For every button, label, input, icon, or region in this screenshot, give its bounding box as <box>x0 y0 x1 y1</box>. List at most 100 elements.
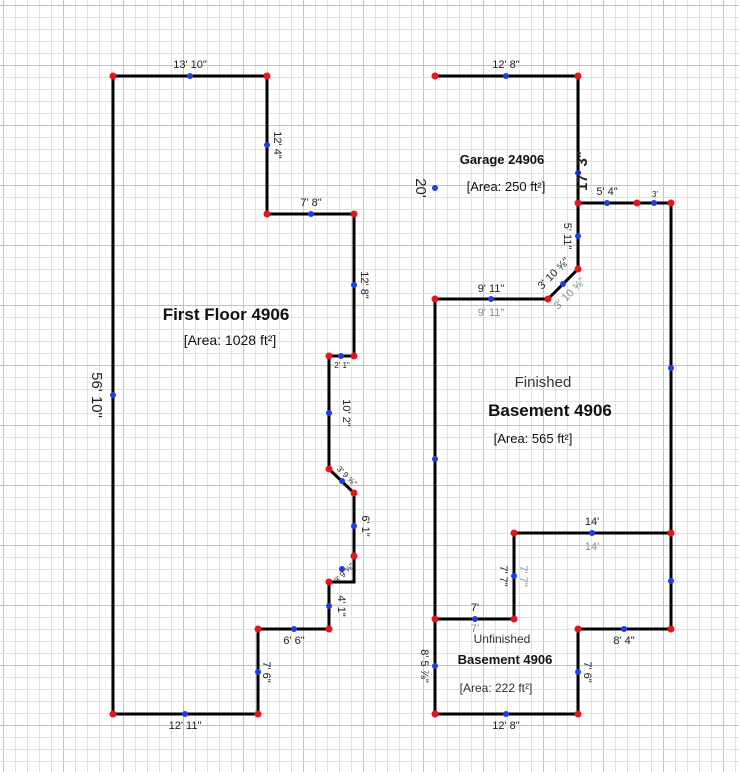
vertex-dot[interactable] <box>510 615 518 623</box>
vertex-dot[interactable] <box>350 552 358 560</box>
dimension-label[interactable]: 6' 1" <box>359 515 371 536</box>
midpoint-dot[interactable] <box>339 478 345 484</box>
midpoint-dot[interactable] <box>432 185 438 191</box>
vertex-dot[interactable] <box>350 489 358 497</box>
finished-basement-dimensions: 5' 4" 3' 14' 14' 7' 7" 7' 7" <box>497 186 658 587</box>
vertex-dot[interactable] <box>325 578 333 586</box>
midpoint-dot[interactable] <box>182 711 188 717</box>
vertex-dot[interactable] <box>667 529 675 537</box>
dimension-label[interactable]: 12' 4" <box>271 131 283 159</box>
dimension-label[interactable]: 4' 1" <box>335 595 347 616</box>
midpoint-dot[interactable] <box>575 669 581 675</box>
midpoint-dot[interactable] <box>351 282 357 288</box>
dimension-label[interactable]: 12' 8" <box>492 720 520 732</box>
dimension-label-inner[interactable]: 7' 7" <box>517 565 529 586</box>
first-floor-title[interactable]: First Floor 4906 <box>163 305 290 324</box>
dimension-label[interactable]: 7' 7" <box>497 565 509 586</box>
dimension-label[interactable]: 7' 6" <box>260 661 272 682</box>
vertex-dot[interactable] <box>350 352 358 360</box>
dimension-label[interactable]: 3' <box>652 190 658 199</box>
vertex-dot[interactable] <box>325 465 333 473</box>
dimension-label[interactable]: 12' 11" <box>169 720 202 732</box>
midpoint-dot[interactable] <box>503 711 509 717</box>
dimension-label[interactable]: 12' 8" <box>492 59 520 71</box>
midpoint-dot[interactable] <box>575 233 581 239</box>
dimension-label[interactable]: 20' <box>412 178 429 198</box>
vertex-dot[interactable] <box>510 529 518 537</box>
vertex-dot[interactable] <box>574 625 582 633</box>
dimension-label[interactable]: 10' 2" <box>340 399 352 427</box>
vertex-dot[interactable] <box>325 352 333 360</box>
midpoint-dot[interactable] <box>339 566 345 572</box>
midpoint-dots <box>110 73 674 717</box>
vertex-dot[interactable] <box>350 210 358 218</box>
vertex-dot[interactable] <box>574 199 582 207</box>
vertex-dot[interactable] <box>667 199 675 207</box>
midpoint-dot[interactable] <box>503 73 509 79</box>
midpoint-dot[interactable] <box>604 200 610 206</box>
dimension-label[interactable]: 5' 4" <box>596 186 617 198</box>
vertex-dot[interactable] <box>109 710 117 718</box>
midpoint-dot[interactable] <box>351 523 357 529</box>
vertex-dot[interactable] <box>431 710 439 718</box>
midpoint-dot[interactable] <box>110 392 116 398</box>
vertex-dot[interactable] <box>431 615 439 623</box>
vertex-dot[interactable] <box>325 625 333 633</box>
vertex-dot[interactable] <box>431 72 439 80</box>
midpoint-dot[interactable] <box>432 456 438 462</box>
finished-basement-title[interactable]: Basement 4906 <box>488 401 612 420</box>
midpoint-dot[interactable] <box>264 142 270 148</box>
vertex-dot[interactable] <box>254 625 262 633</box>
midpoint-dot[interactable] <box>338 353 344 359</box>
midpoint-dot[interactable] <box>651 200 657 206</box>
dimension-label[interactable]: 7' <box>471 602 479 614</box>
vertex-dot[interactable] <box>544 295 552 303</box>
vertex-dot[interactable] <box>633 199 641 207</box>
dimension-label[interactable]: 8' 5 ⅞" <box>418 649 430 683</box>
dimension-label[interactable]: 14' <box>585 516 599 528</box>
vertex-dot[interactable] <box>431 295 439 303</box>
dimension-label[interactable]: 13' 10" <box>173 59 207 71</box>
midpoint-dot[interactable] <box>326 410 332 416</box>
dimension-label[interactable]: 56' 10" <box>88 372 105 418</box>
vertex-dot[interactable] <box>263 72 271 80</box>
dimension-label[interactable]: 6' 6" <box>283 635 304 647</box>
dimension-label[interactable]: 7' 8" <box>300 197 321 209</box>
midpoint-dot[interactable] <box>255 669 261 675</box>
midpoint-dot[interactable] <box>560 281 566 287</box>
midpoint-dot[interactable] <box>472 616 478 622</box>
dimension-label[interactable]: 9' 11" <box>478 283 505 295</box>
midpoint-dot[interactable] <box>668 365 674 371</box>
midpoint-dot[interactable] <box>488 296 494 302</box>
vertex-dot[interactable] <box>254 710 262 718</box>
vertex-dot[interactable] <box>574 265 582 273</box>
dimension-label[interactable]: 7' 6" <box>581 661 593 682</box>
dimension-label[interactable]: 2' 1" <box>334 361 350 370</box>
midpoint-dot[interactable] <box>432 663 438 669</box>
dimension-label[interactable]: 17' 3" <box>574 151 591 191</box>
midpoint-dot[interactable] <box>326 603 332 609</box>
dimension-label-inner[interactable]: 9' 11" <box>478 307 505 319</box>
vertex-dot[interactable] <box>263 210 271 218</box>
dimension-label-inner[interactable]: 14' <box>585 541 599 553</box>
midpoint-dot[interactable] <box>291 626 297 632</box>
vertex-dot[interactable] <box>109 72 117 80</box>
vertex-dot[interactable] <box>574 72 582 80</box>
dimension-label-inner[interactable]: 7' <box>471 623 479 635</box>
dimension-label[interactable]: 8' 4" <box>613 635 634 647</box>
garage-title[interactable]: Garage 24906 <box>460 152 545 167</box>
midpoint-dot[interactable] <box>668 578 674 584</box>
midpoint-dot[interactable] <box>187 73 193 79</box>
midpoint-dot[interactable] <box>621 626 627 632</box>
vertex-dot[interactable] <box>667 625 675 633</box>
midpoint-dot[interactable] <box>575 170 581 176</box>
midpoint-dot[interactable] <box>511 573 517 579</box>
midpoint-dot[interactable] <box>589 530 595 536</box>
dimension-label[interactable]: 12' 8" <box>358 271 370 299</box>
midpoint-dot[interactable] <box>308 211 314 217</box>
vertex-dot[interactable] <box>574 710 582 718</box>
dimension-label[interactable]: 5' 11" <box>561 223 573 250</box>
unfinished-basement-title[interactable]: Basement 4906 <box>458 652 553 667</box>
